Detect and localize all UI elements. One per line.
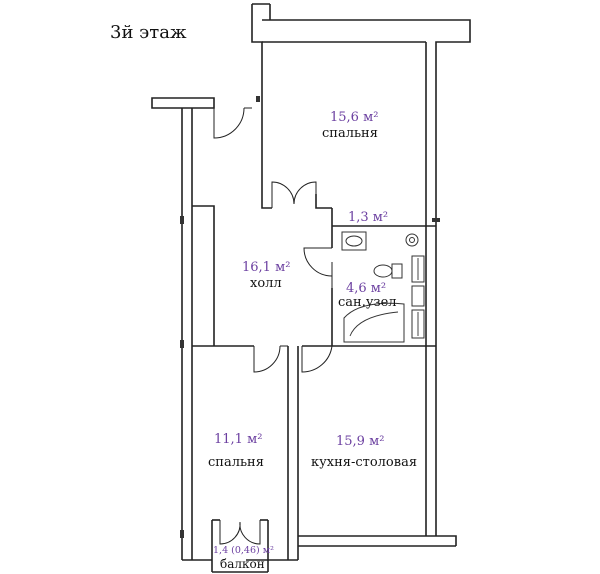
bathroom-name: сан.узел (338, 295, 397, 310)
bedroom-top-area: 15,6 м² (330, 110, 378, 125)
room-labels: 15,6 м² спальня 1,3 м² 16,1 м² холл 4,6 … (208, 110, 417, 571)
balcony-area: 1,4 (0,46) м² (213, 545, 274, 556)
hall-area: 16,1 м² (242, 260, 290, 275)
kitchen-name: кухня-столовая (311, 455, 417, 470)
hall-name: холл (250, 276, 282, 291)
wall-ticks (180, 96, 440, 538)
kitchen-area: 15,9 м² (336, 434, 384, 449)
closet-area: 1,3 м² (348, 210, 388, 225)
balcony-name: балкон (220, 557, 265, 571)
bedroom-bottom-name: спальня (208, 455, 264, 470)
fixtures (341, 231, 425, 343)
floor-title: 3й этаж (110, 22, 187, 43)
bedroom-bottom-area: 11,1 м² (214, 432, 262, 447)
doors (213, 107, 333, 545)
toilet-icon (391, 263, 403, 279)
bathroom-area: 4,6 м² (346, 281, 386, 296)
bedroom-top-name: спальня (322, 126, 378, 141)
